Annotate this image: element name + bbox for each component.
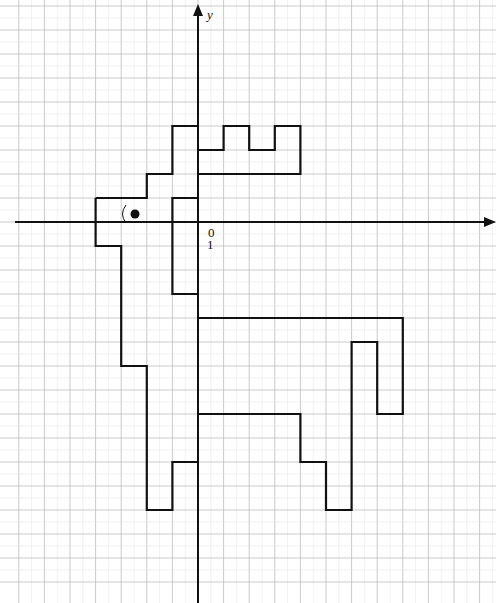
grid-line: [479, 0, 480, 603]
grid-line: [210, 0, 211, 603]
grid-line: [146, 0, 147, 603]
figure-outline: [198, 126, 300, 174]
grid-line: [198, 0, 199, 603]
grid-line: [0, 90, 496, 91]
grid-line: [492, 0, 493, 603]
figure-outline: [96, 126, 198, 198]
grid-line: [172, 0, 173, 603]
grid-line: [0, 330, 496, 331]
grid-line: [82, 0, 83, 603]
axis-arrow: [193, 4, 203, 16]
grid-line: [18, 0, 19, 603]
grid-line: [95, 0, 96, 603]
grid-line: [0, 54, 496, 55]
grid-line: [0, 366, 496, 367]
grid-line: [134, 0, 135, 603]
grid-line: [0, 138, 496, 139]
grid-line: [390, 0, 391, 603]
grid-line: [0, 558, 496, 559]
grid-line: [351, 0, 352, 603]
grid-line: [0, 222, 496, 223]
grid-line: [0, 42, 496, 43]
grid-line: [185, 0, 186, 603]
grid-line: [0, 534, 496, 535]
grid-line: [159, 0, 160, 603]
grid-line: [31, 0, 32, 603]
y-axis: [197, 12, 199, 603]
grid-line: [249, 0, 250, 603]
grid-line: [0, 246, 496, 247]
grid-line: [70, 0, 71, 603]
grid-line: [0, 282, 496, 283]
grid-line: [364, 0, 365, 603]
grid-line: [0, 474, 496, 475]
grid-line: [0, 306, 496, 307]
grid-line: [377, 0, 378, 603]
grid-line: [454, 0, 455, 603]
grid-line: [466, 0, 467, 603]
grid-line: [0, 294, 496, 295]
grid-line: [287, 0, 288, 603]
axis-arrow: [484, 217, 496, 227]
grid-line: [0, 186, 496, 187]
grid-line: [0, 426, 496, 427]
grid-line: [0, 438, 496, 439]
grid-line: [338, 0, 339, 603]
grid-line: [313, 0, 314, 603]
grid-line: [274, 0, 275, 603]
figure-outline: [96, 198, 198, 510]
grid-line: [0, 462, 496, 463]
grid-line: [236, 0, 237, 603]
grid-line: [0, 102, 496, 103]
eye-arc: [123, 205, 127, 223]
grid-line: [0, 18, 496, 19]
grid-line: [57, 0, 58, 603]
grid-line: [0, 354, 496, 355]
grid-line: [44, 0, 45, 603]
grid-line: [0, 342, 496, 343]
grid-line: [0, 30, 496, 31]
grid-line: [0, 546, 496, 547]
grid-line: [415, 0, 416, 603]
tick-label: 1: [207, 238, 214, 251]
grid-line: [0, 390, 496, 391]
grid-line: [0, 510, 496, 511]
grid-line: [0, 450, 496, 451]
grid-line: [0, 582, 496, 583]
grid-line: [402, 0, 403, 603]
eye-dot: [131, 210, 140, 219]
axis-label: y: [207, 8, 213, 21]
grid-line: [0, 234, 496, 235]
grid-line: [0, 378, 496, 379]
grid-line: [0, 150, 496, 151]
grid-line: [0, 258, 496, 259]
x-axis: [15, 221, 490, 223]
grid-line: [108, 0, 109, 603]
grid-line: [0, 270, 496, 271]
grid-line: [0, 402, 496, 403]
grid-line: [0, 6, 496, 7]
grid-line: [326, 0, 327, 603]
grid-line: [428, 0, 429, 603]
grid-line: [223, 0, 224, 603]
grid-line: [0, 498, 496, 499]
grid-line: [0, 78, 496, 79]
grid-line: [0, 66, 496, 67]
grid-line: [300, 0, 301, 603]
grid-line: [0, 114, 496, 115]
grid-line: [262, 0, 263, 603]
grid-line: [0, 570, 496, 571]
grid-line: [0, 522, 496, 523]
grid-line: [0, 162, 496, 163]
grid-line: [0, 486, 496, 487]
grid-line: [0, 210, 496, 211]
grid-line: [0, 198, 496, 199]
grid-line: [441, 0, 442, 603]
figure-outline: [198, 318, 403, 510]
figure-outline: [172, 198, 198, 294]
